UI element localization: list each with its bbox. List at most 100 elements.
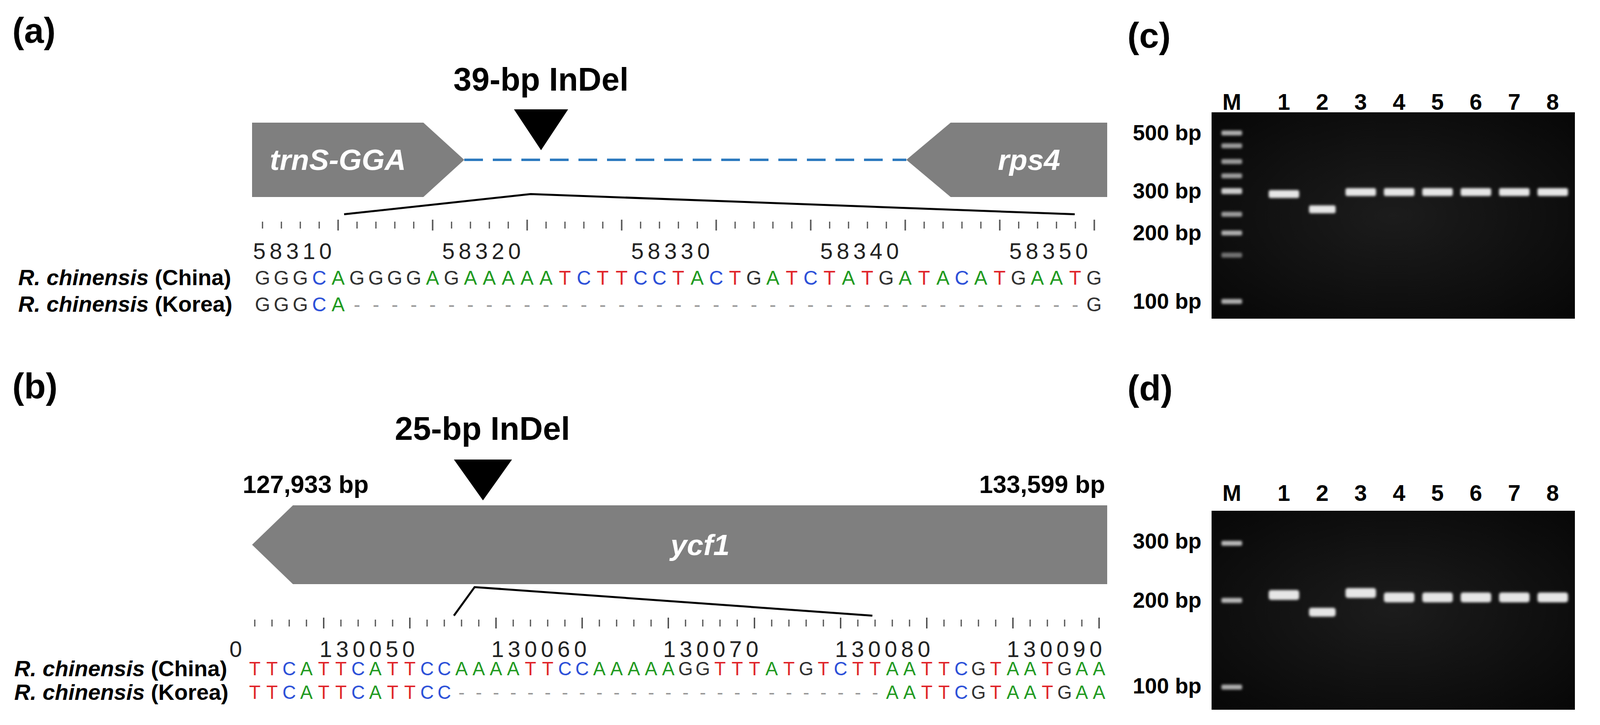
ruler-tick	[829, 221, 831, 229]
ruler-tick	[770, 619, 773, 627]
nucleotide: -	[556, 682, 574, 702]
gene-arrow: rps4	[906, 122, 1108, 197]
gene-name: rps4	[997, 142, 1061, 177]
nucleotide: A	[1027, 267, 1047, 288]
nucleotide: -	[460, 294, 480, 315]
position-number: 58330	[631, 238, 714, 265]
ruler-tick	[923, 221, 926, 229]
species-name: R. chinensis	[18, 291, 149, 317]
panel-label: (b)	[12, 365, 58, 407]
ruler-tick	[271, 619, 273, 627]
nucleotide: A	[366, 682, 384, 702]
ruler-tick	[908, 619, 911, 627]
nucleotide: T	[780, 659, 798, 678]
nucleotide: G	[676, 659, 695, 678]
nucleotide: T	[521, 659, 540, 678]
nucleotide: A	[452, 659, 471, 678]
species-name: R. chinensis	[14, 655, 145, 681]
gene-body	[906, 122, 1108, 197]
ruler-tick	[715, 219, 717, 231]
position-number: 58350	[1009, 238, 1092, 265]
ruler-tick	[356, 221, 358, 229]
intergenic-spacer	[464, 158, 907, 161]
ruler-tick	[994, 619, 997, 627]
nucleotide: -	[728, 682, 746, 702]
nucleotide: -	[590, 682, 608, 702]
nucleotide: G	[1084, 267, 1104, 288]
ruler-tick	[357, 619, 359, 627]
nucleotide: -	[711, 682, 729, 702]
nucleotide: -	[539, 682, 557, 702]
panel-label: (c)	[1127, 15, 1171, 57]
size-marker: 100 bp	[1132, 288, 1202, 315]
lane-label: 6	[1469, 89, 1483, 116]
nucleotide: A	[1073, 659, 1091, 678]
nucleotide: A	[423, 267, 443, 288]
position-number: 130090	[1006, 636, 1107, 663]
ruler-tick	[512, 619, 514, 627]
position-number: 130080	[834, 636, 935, 663]
species-name: R. chinensis	[18, 264, 149, 290]
lane-label: M	[1222, 89, 1242, 116]
ruler-tick	[1081, 619, 1083, 627]
nucleotide: -	[744, 294, 764, 315]
ruler-tick	[288, 619, 290, 627]
ruler-tick	[602, 221, 604, 229]
nucleotide: T	[987, 682, 1005, 702]
nucleotide: -	[480, 294, 499, 315]
nucleotide: T	[246, 682, 264, 702]
nucleotide: -	[521, 682, 540, 702]
nucleotide: G	[797, 659, 815, 678]
ruler-tick	[633, 619, 635, 627]
nucleotide: -	[745, 682, 764, 702]
ruler-tick	[874, 619, 876, 627]
ruler-tick	[431, 219, 434, 231]
nucleotide: -	[498, 294, 518, 315]
nucleotide: C	[418, 659, 436, 678]
nucleotide: A	[838, 267, 858, 288]
lane-label: 1	[1277, 89, 1291, 116]
ruler-tick	[667, 617, 670, 629]
gene-coordinate: 127,933 bp	[242, 470, 369, 500]
nucleotide: A	[763, 267, 783, 288]
ruler-tick	[546, 619, 549, 627]
nucleotide: -	[611, 294, 631, 315]
nucleotide: G	[876, 267, 896, 288]
sequence-name: R. chinensis (China)	[18, 264, 232, 291]
nucleotide: T	[935, 682, 953, 702]
nucleotide: -	[608, 682, 626, 702]
gel-image	[1211, 510, 1575, 710]
nucleotide: -	[659, 682, 677, 702]
nucleotide: -	[517, 294, 537, 315]
nucleotide: G	[744, 267, 764, 288]
nucleotide: T	[990, 267, 1009, 288]
nucleotide: -	[1027, 294, 1047, 315]
ruler-tick	[409, 617, 411, 629]
position-number: 0	[229, 636, 247, 663]
nucleotide: G	[442, 267, 461, 288]
nucleotide: A	[933, 267, 953, 288]
panel-label: (a)	[12, 10, 56, 52]
nucleotide: -	[858, 294, 877, 315]
nucleotide: T	[401, 682, 419, 702]
ruler-tick	[413, 221, 415, 229]
ruler-tick	[942, 221, 944, 229]
ruler-tick	[615, 619, 618, 627]
sequence-name: R. chinensis (Korea)	[14, 679, 229, 705]
nucleotide: G	[271, 267, 291, 288]
nucleotide: -	[814, 682, 832, 702]
nucleotide: G	[366, 267, 385, 288]
nucleotide: T	[263, 659, 281, 678]
nucleotide: G	[347, 267, 367, 288]
lane-label: 8	[1546, 480, 1560, 507]
nucleotide: A	[1004, 682, 1022, 702]
nucleotide: A	[460, 267, 480, 288]
nucleotide: A	[971, 267, 991, 288]
nucleotide: -	[914, 294, 934, 315]
nucleotide: T	[918, 659, 936, 678]
lane-label: 1	[1277, 480, 1291, 507]
ruler-tick	[791, 221, 793, 229]
ruler-tick	[305, 619, 308, 627]
nucleotide: T	[745, 659, 764, 678]
ruler-tick	[702, 619, 704, 627]
